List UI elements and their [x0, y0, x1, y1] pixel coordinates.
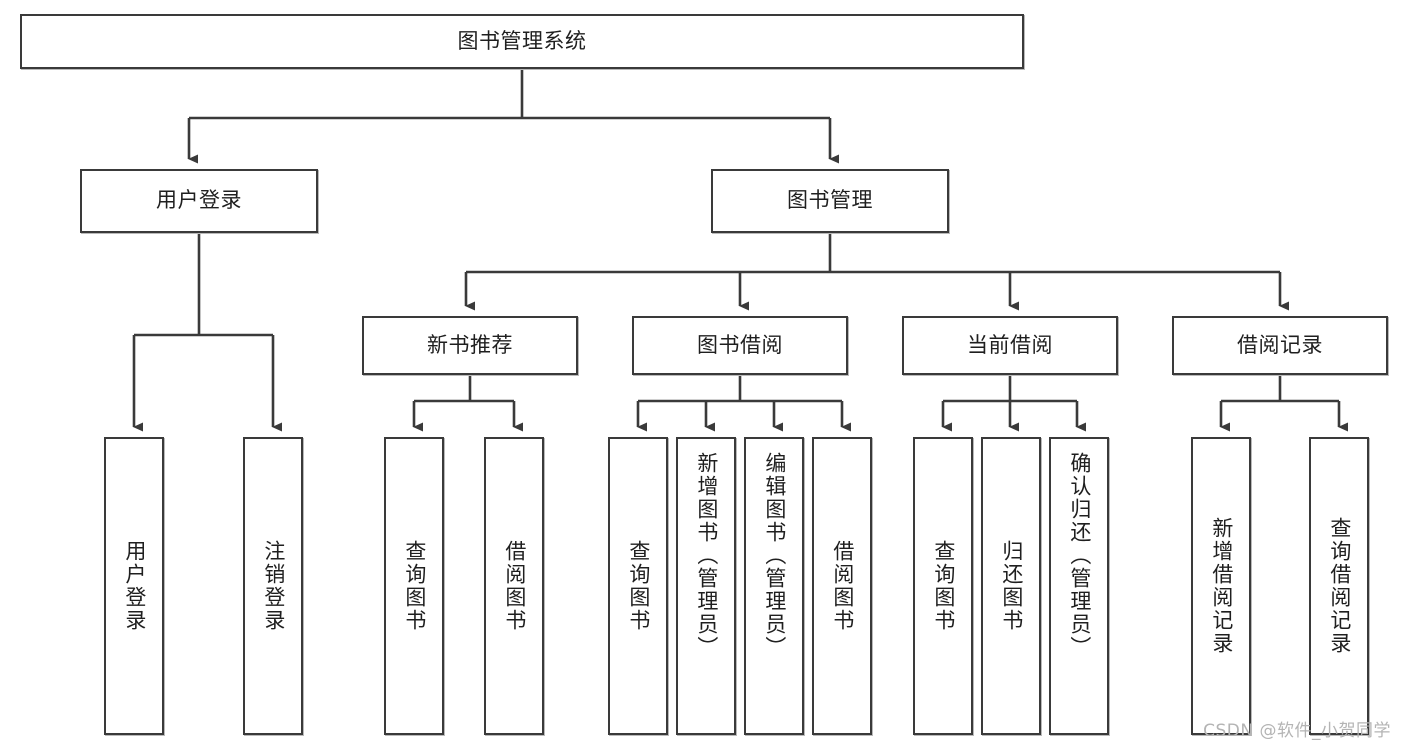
node-leaf-add-record[interactable]: 新增借阅记录 — [1191, 437, 1251, 735]
node-book-borrow-label: 图书借阅 — [697, 332, 783, 357]
node-leaf-query-record-label: 查询借阅记录 — [1327, 517, 1352, 655]
node-leaf-query-book-3-label: 查询图书 — [931, 540, 956, 632]
node-leaf-logout-login[interactable]: 注销登录 — [243, 437, 303, 735]
node-leaf-query-book-2-label: 查询图书 — [626, 540, 651, 632]
node-book-manage-label: 图书管理 — [787, 188, 873, 213]
node-borrow-record[interactable]: 借阅记录 — [1172, 316, 1388, 375]
node-user-login[interactable]: 用户登录 — [80, 169, 318, 233]
node-leaf-add-book[interactable]: 新增图书（管理员） — [676, 437, 736, 735]
node-new-book-recommend[interactable]: 新书推荐 — [362, 316, 578, 375]
node-new-book-recommend-label: 新书推荐 — [427, 332, 513, 357]
node-current-borrow-label: 当前借阅 — [967, 332, 1053, 357]
node-leaf-user-login[interactable]: 用户登录 — [104, 437, 164, 735]
node-leaf-confirm-return[interactable]: 确认归还（管理员） — [1049, 437, 1109, 735]
node-book-manage[interactable]: 图书管理 — [711, 169, 949, 233]
node-root[interactable]: 图书管理系统 — [20, 14, 1024, 69]
node-borrow-record-label: 借阅记录 — [1237, 332, 1323, 357]
node-leaf-add-book-label: 新增图书（管理员） — [694, 452, 719, 659]
node-leaf-return-book-label: 归还图书 — [999, 540, 1024, 632]
node-leaf-query-book-3[interactable]: 查询图书 — [913, 437, 973, 735]
node-book-borrow[interactable]: 图书借阅 — [632, 316, 848, 375]
node-leaf-user-login-label: 用户登录 — [122, 540, 147, 632]
node-leaf-edit-book[interactable]: 编辑图书（管理员） — [744, 437, 804, 735]
node-leaf-borrow-book-2-label: 借阅图书 — [830, 540, 855, 632]
node-leaf-logout-login-label: 注销登录 — [261, 540, 286, 632]
node-leaf-borrow-book-2[interactable]: 借阅图书 — [812, 437, 872, 735]
node-leaf-borrow-book-1-label: 借阅图书 — [502, 540, 527, 632]
node-leaf-query-record[interactable]: 查询借阅记录 — [1309, 437, 1369, 735]
node-leaf-edit-book-label: 编辑图书（管理员） — [762, 452, 787, 659]
node-leaf-query-book-1-label: 查询图书 — [402, 540, 427, 632]
node-current-borrow[interactable]: 当前借阅 — [902, 316, 1118, 375]
node-leaf-borrow-book-1[interactable]: 借阅图书 — [484, 437, 544, 735]
node-root-label: 图书管理系统 — [457, 28, 587, 53]
node-user-login-label: 用户登录 — [156, 188, 242, 213]
node-leaf-query-book-2[interactable]: 查询图书 — [608, 437, 668, 735]
csdn-watermark: CSDN @软件_小贺同学 — [1203, 721, 1391, 741]
node-leaf-query-book-1[interactable]: 查询图书 — [384, 437, 444, 735]
node-leaf-add-record-label: 新增借阅记录 — [1209, 517, 1234, 655]
node-leaf-return-book[interactable]: 归还图书 — [981, 437, 1041, 735]
node-leaf-confirm-return-label: 确认归还（管理员） — [1067, 452, 1092, 659]
